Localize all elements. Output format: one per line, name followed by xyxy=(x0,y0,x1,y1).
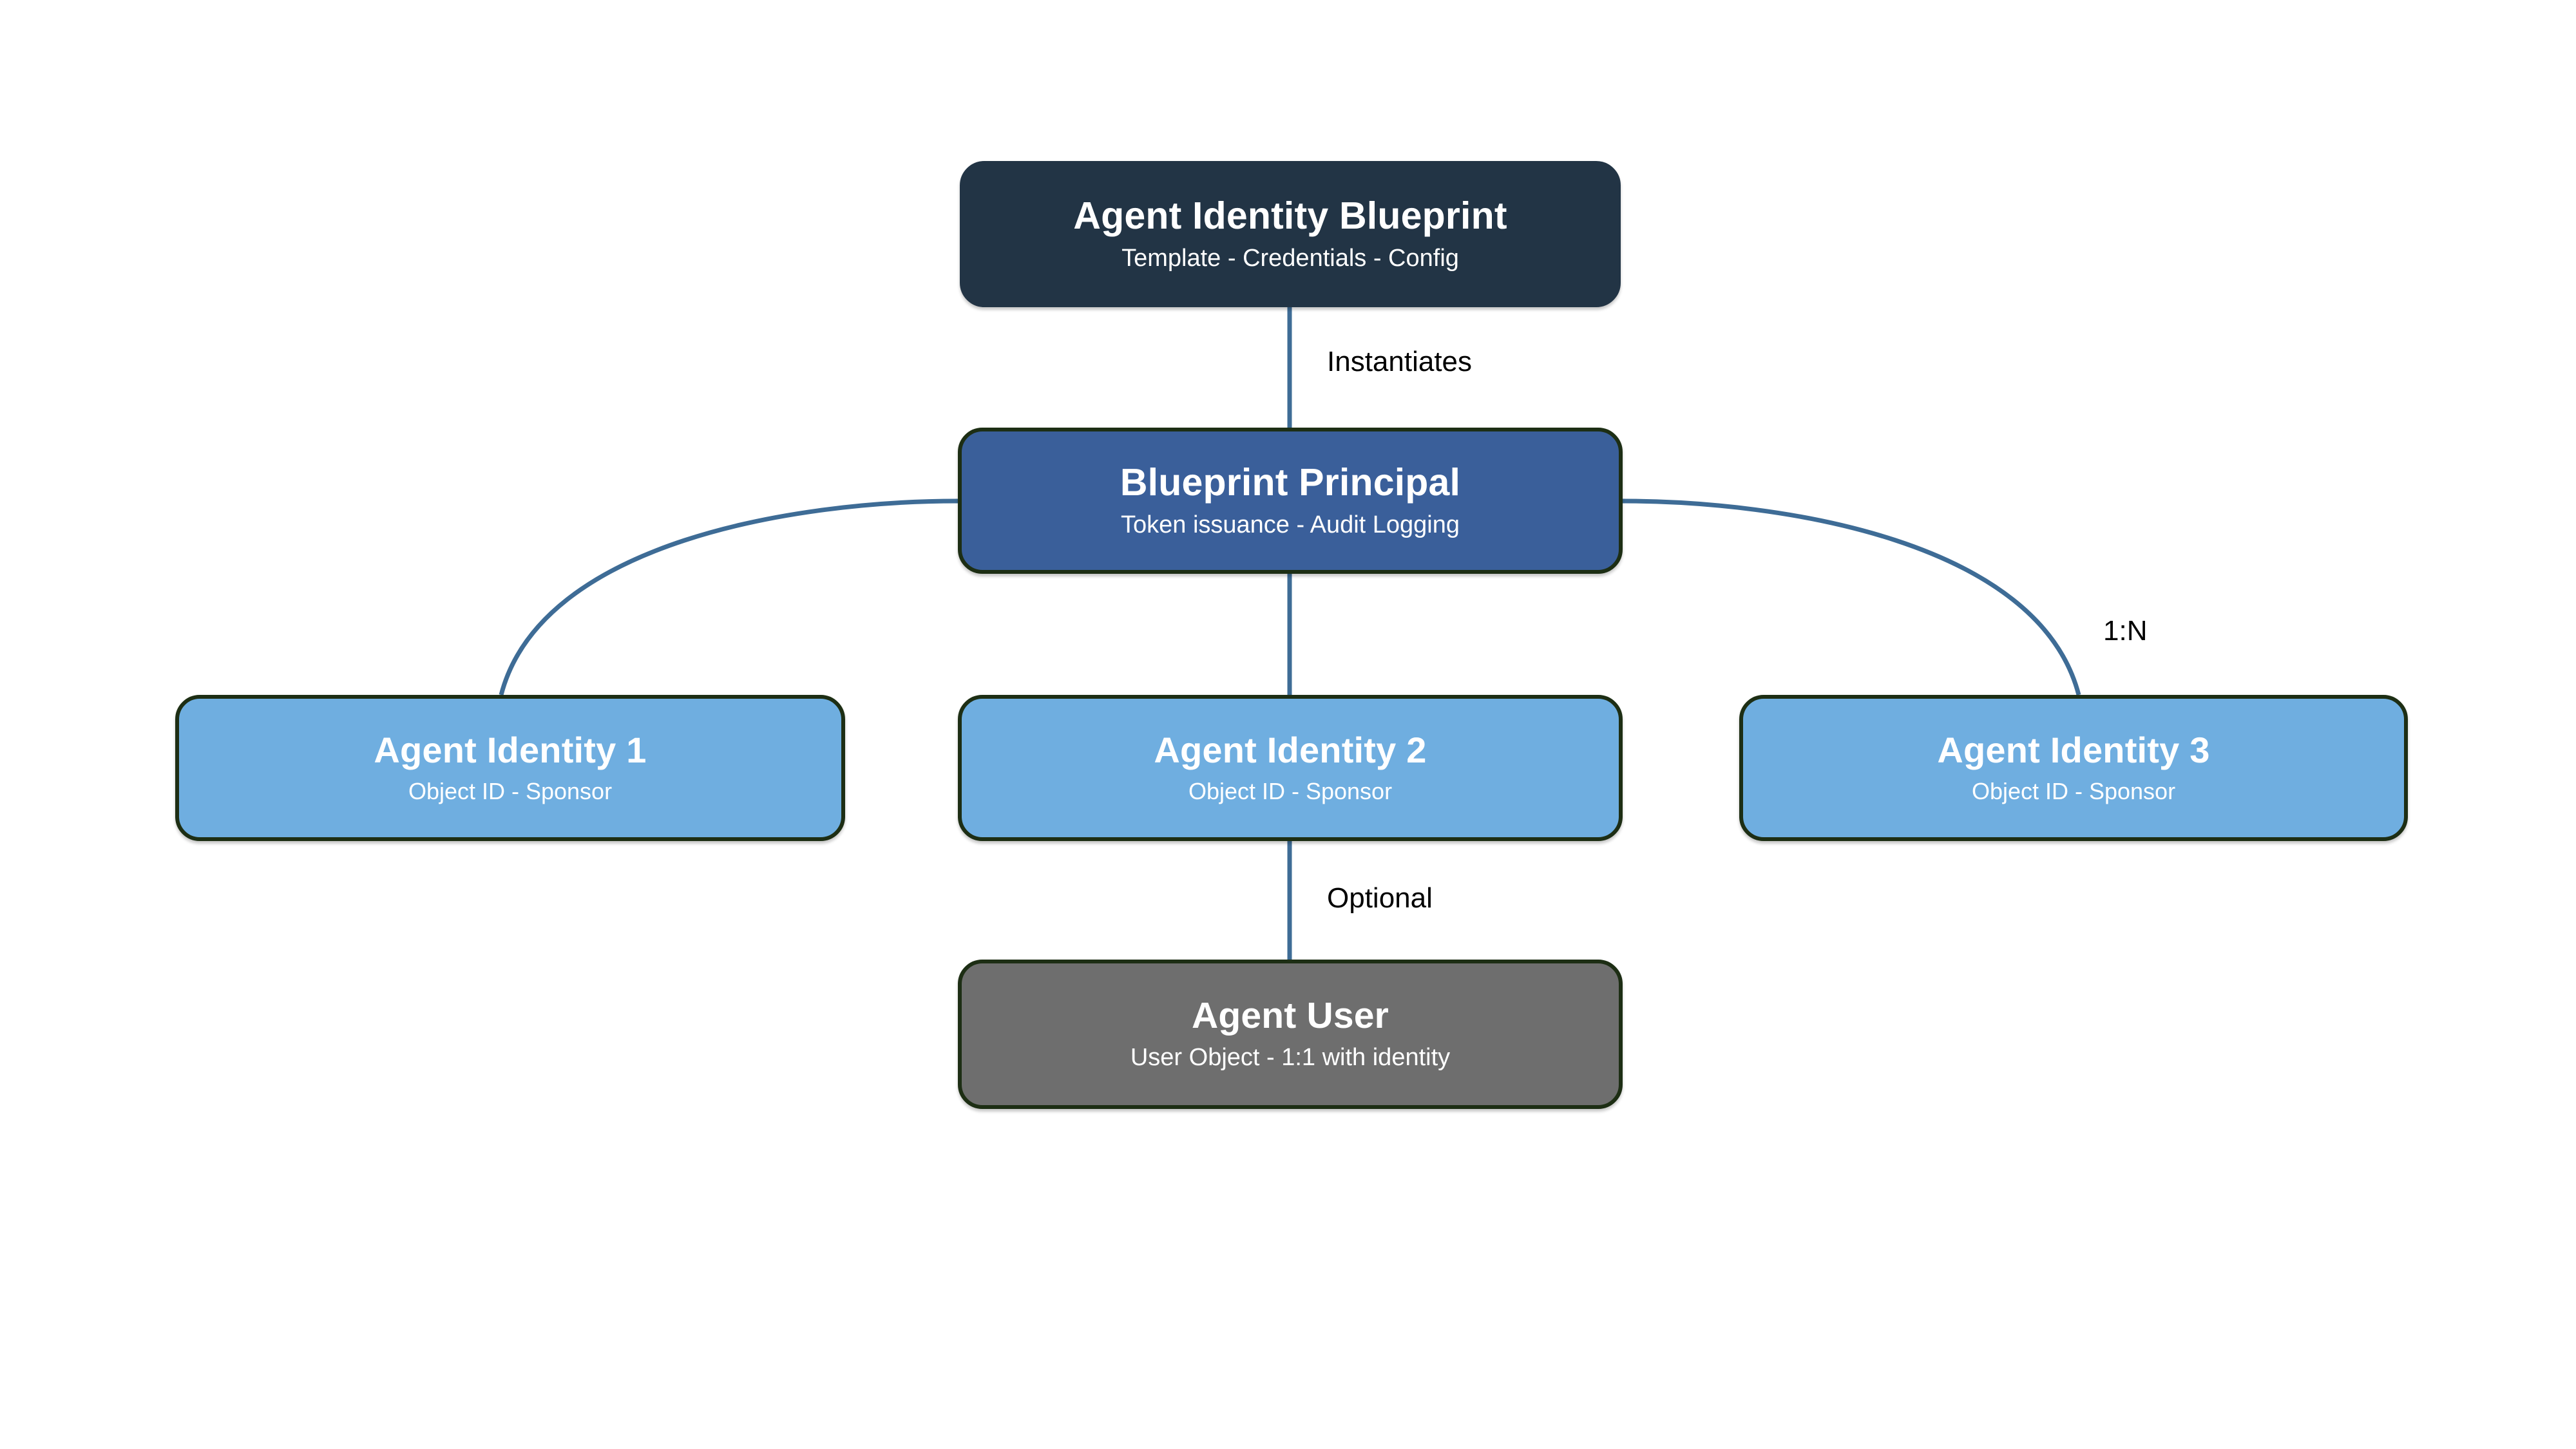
node-agent-identity-blueprint[interactable]: Agent Identity Blueprint Template - Cred… xyxy=(960,161,1621,307)
node-title-blueprint: Agent Identity Blueprint xyxy=(1073,194,1507,237)
node-title-agent-user: Agent User xyxy=(1191,995,1389,1037)
node-blueprint-principal[interactable]: Blueprint Principal Token issuance - Aud… xyxy=(958,428,1623,574)
node-subtitle-agent-user: User Object - 1:1 with identity xyxy=(1130,1044,1451,1072)
node-subtitle-principal: Token issuance - Audit Logging xyxy=(1120,511,1460,538)
node-agent-user[interactable]: Agent User User Object - 1:1 with identi… xyxy=(958,960,1623,1109)
node-subtitle-blueprint: Template - Credentials - Config xyxy=(1121,244,1459,272)
node-agent-identity-1[interactable]: Agent Identity 1 Object ID - Sponsor xyxy=(175,695,845,841)
edge-label-instantiates: Instantiates xyxy=(1327,346,1473,377)
node-title-identity-3: Agent Identity 3 xyxy=(1937,730,2210,771)
node-title-identity-1: Agent Identity 1 xyxy=(374,730,647,771)
node-title-principal: Blueprint Principal xyxy=(1120,460,1461,504)
node-agent-identity-3[interactable]: Agent Identity 3 Object ID - Sponsor xyxy=(1739,695,2408,841)
node-subtitle-identity-2: Object ID - Sponsor xyxy=(1188,778,1393,805)
node-subtitle-identity-1: Object ID - Sponsor xyxy=(408,778,613,805)
node-subtitle-identity-3: Object ID - Sponsor xyxy=(1971,778,2176,805)
node-agent-identity-2[interactable]: Agent Identity 2 Object ID - Sponsor xyxy=(958,695,1623,841)
edge-principal-to-identity-1 xyxy=(499,498,959,696)
edge-principal-to-identity-3 xyxy=(1622,498,2081,696)
edge-label-one-to-n: 1:N xyxy=(2103,615,2148,647)
edge-label-optional: Optional xyxy=(1327,882,1433,914)
node-title-identity-2: Agent Identity 2 xyxy=(1154,730,1427,771)
